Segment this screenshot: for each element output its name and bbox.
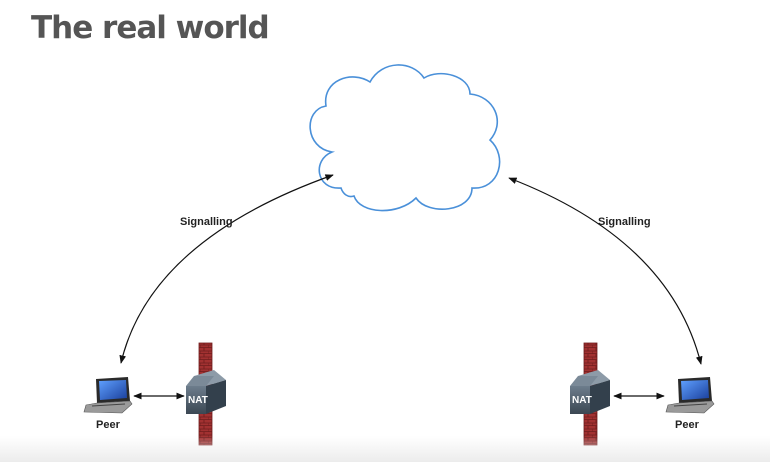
bottom-bar	[0, 436, 770, 462]
nat-router-icon: NAT	[186, 370, 226, 414]
nat-router-icon: NAT	[570, 370, 610, 414]
peer-label-left: Peer	[96, 419, 121, 431]
cloud-icon	[309, 64, 501, 212]
laptop-icon	[83, 377, 133, 414]
nat-label-left: NAT	[188, 395, 208, 406]
peer-label-right: Peer	[675, 419, 700, 431]
signalling-label-left: Signalling	[180, 216, 233, 228]
signalling-arrow-left	[119, 174, 334, 364]
nat-label-right: NAT	[572, 395, 592, 406]
signalling-label-right: Signalling	[598, 216, 651, 228]
laptop-icon	[665, 377, 715, 414]
signalling-arrow-right	[508, 177, 703, 365]
slide-title: The real world	[31, 10, 270, 46]
